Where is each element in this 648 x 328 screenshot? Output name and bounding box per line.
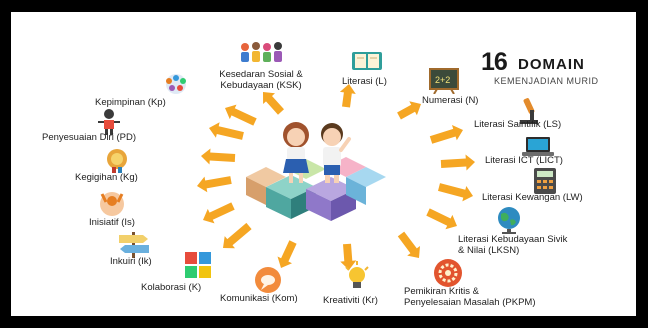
arrow-lw bbox=[438, 183, 473, 202]
calculator-icon bbox=[534, 168, 556, 194]
globe-icon bbox=[498, 207, 520, 234]
arrow-is bbox=[197, 176, 232, 193]
signpost-icon bbox=[119, 232, 149, 258]
girl-figure bbox=[283, 122, 309, 183]
label-numerasi: Numerasi (N) bbox=[422, 95, 479, 106]
label-ksk-line2: Kebudayaan (KSK) bbox=[220, 80, 302, 91]
arrow-layer bbox=[197, 84, 475, 270]
arrow-n bbox=[397, 101, 421, 120]
label-komunikasi: Komunikasi (Kom) bbox=[220, 293, 298, 304]
label-literasi-kewangan: Literasi Kewangan (LW) bbox=[482, 192, 583, 203]
arrow-l bbox=[339, 84, 356, 108]
arrow-pd bbox=[209, 122, 244, 140]
arrow-kr bbox=[340, 243, 357, 270]
medal-icon bbox=[107, 149, 127, 173]
label-inkuiri: Inkuiri (Ik) bbox=[110, 256, 152, 267]
puzzle-people-icon bbox=[185, 252, 211, 278]
label-literasi-ict: Literasi ICT (LICT) bbox=[485, 155, 563, 166]
center-illustration bbox=[246, 122, 386, 221]
label-pkpm-line2: Penyelesaian Masalah (PKPM) bbox=[404, 297, 536, 308]
arrow-ksk bbox=[263, 92, 284, 115]
svg-text:2+2: 2+2 bbox=[435, 75, 450, 85]
label-literasi-saintifik: Literasi Saintifik (LS) bbox=[474, 119, 562, 130]
label-kreativiti: Kreativiti (Kr) bbox=[323, 295, 378, 306]
arrow-kg bbox=[201, 148, 236, 165]
label-ksk: Kesedaran Sosial & Kebudayaan (KSK) bbox=[211, 69, 311, 91]
label-kegigihan: Kegigihan (Kg) bbox=[75, 172, 138, 183]
boy-figure bbox=[321, 123, 351, 183]
label-penyesuaian-diri: Penyesuaian Diri (PD) bbox=[42, 132, 136, 143]
label-kolaborasi: Kolaborasi (K) bbox=[141, 282, 202, 293]
arrow-lksn bbox=[426, 208, 457, 230]
label-ksk-line1: Kesedaran Sosial & bbox=[219, 69, 303, 80]
raised-hands-icon bbox=[100, 192, 124, 216]
book-icon bbox=[352, 52, 382, 70]
cube-pile bbox=[246, 157, 386, 221]
label-lksn-line2: & Nilai (LKSN) bbox=[458, 245, 520, 256]
chalkboard-icon: 2+2 bbox=[429, 68, 459, 94]
arrow-ik bbox=[203, 202, 235, 224]
arrow-pkpm bbox=[397, 231, 420, 258]
microscope-icon bbox=[520, 98, 538, 124]
label-literasi: Literasi (L) bbox=[342, 76, 387, 87]
lightbulb-icon bbox=[345, 261, 369, 288]
arrow-ls bbox=[429, 125, 463, 144]
label-kepimpinan: Kepimpinan (Kp) bbox=[95, 97, 166, 108]
laptop-icon bbox=[522, 137, 554, 156]
title-word: DOMAIN bbox=[518, 56, 585, 73]
chat-bubble-icon bbox=[255, 267, 281, 293]
team-icon bbox=[166, 74, 186, 94]
figure-icon bbox=[98, 109, 120, 135]
label-inisiatif: Inisiatif (Is) bbox=[89, 217, 135, 228]
people-group-icon bbox=[241, 42, 282, 62]
label-pkpm-line1: Pemikiran Kritis & bbox=[404, 286, 479, 297]
diagram-frame: 16 DOMAIN KEMENJADIAN MURID 2+2 bbox=[11, 12, 636, 316]
label-lksn-line1: Literasi Kebudayaan Sivik bbox=[458, 234, 568, 245]
label-lksn: Literasi Kebudayaan Sivik & Nilai (LKSN) bbox=[458, 234, 567, 256]
title-number: 16 bbox=[481, 48, 508, 76]
arrow-k bbox=[223, 222, 252, 249]
title-subtitle: KEMENJADIAN MURID bbox=[494, 76, 599, 86]
arrow-kp bbox=[225, 104, 257, 126]
arrow-lict bbox=[440, 154, 475, 171]
arrow-kom bbox=[277, 240, 297, 268]
gears-icon bbox=[434, 259, 462, 287]
label-pkpm: Pemikiran Kritis & Penyelesaian Masalah … bbox=[404, 286, 535, 308]
